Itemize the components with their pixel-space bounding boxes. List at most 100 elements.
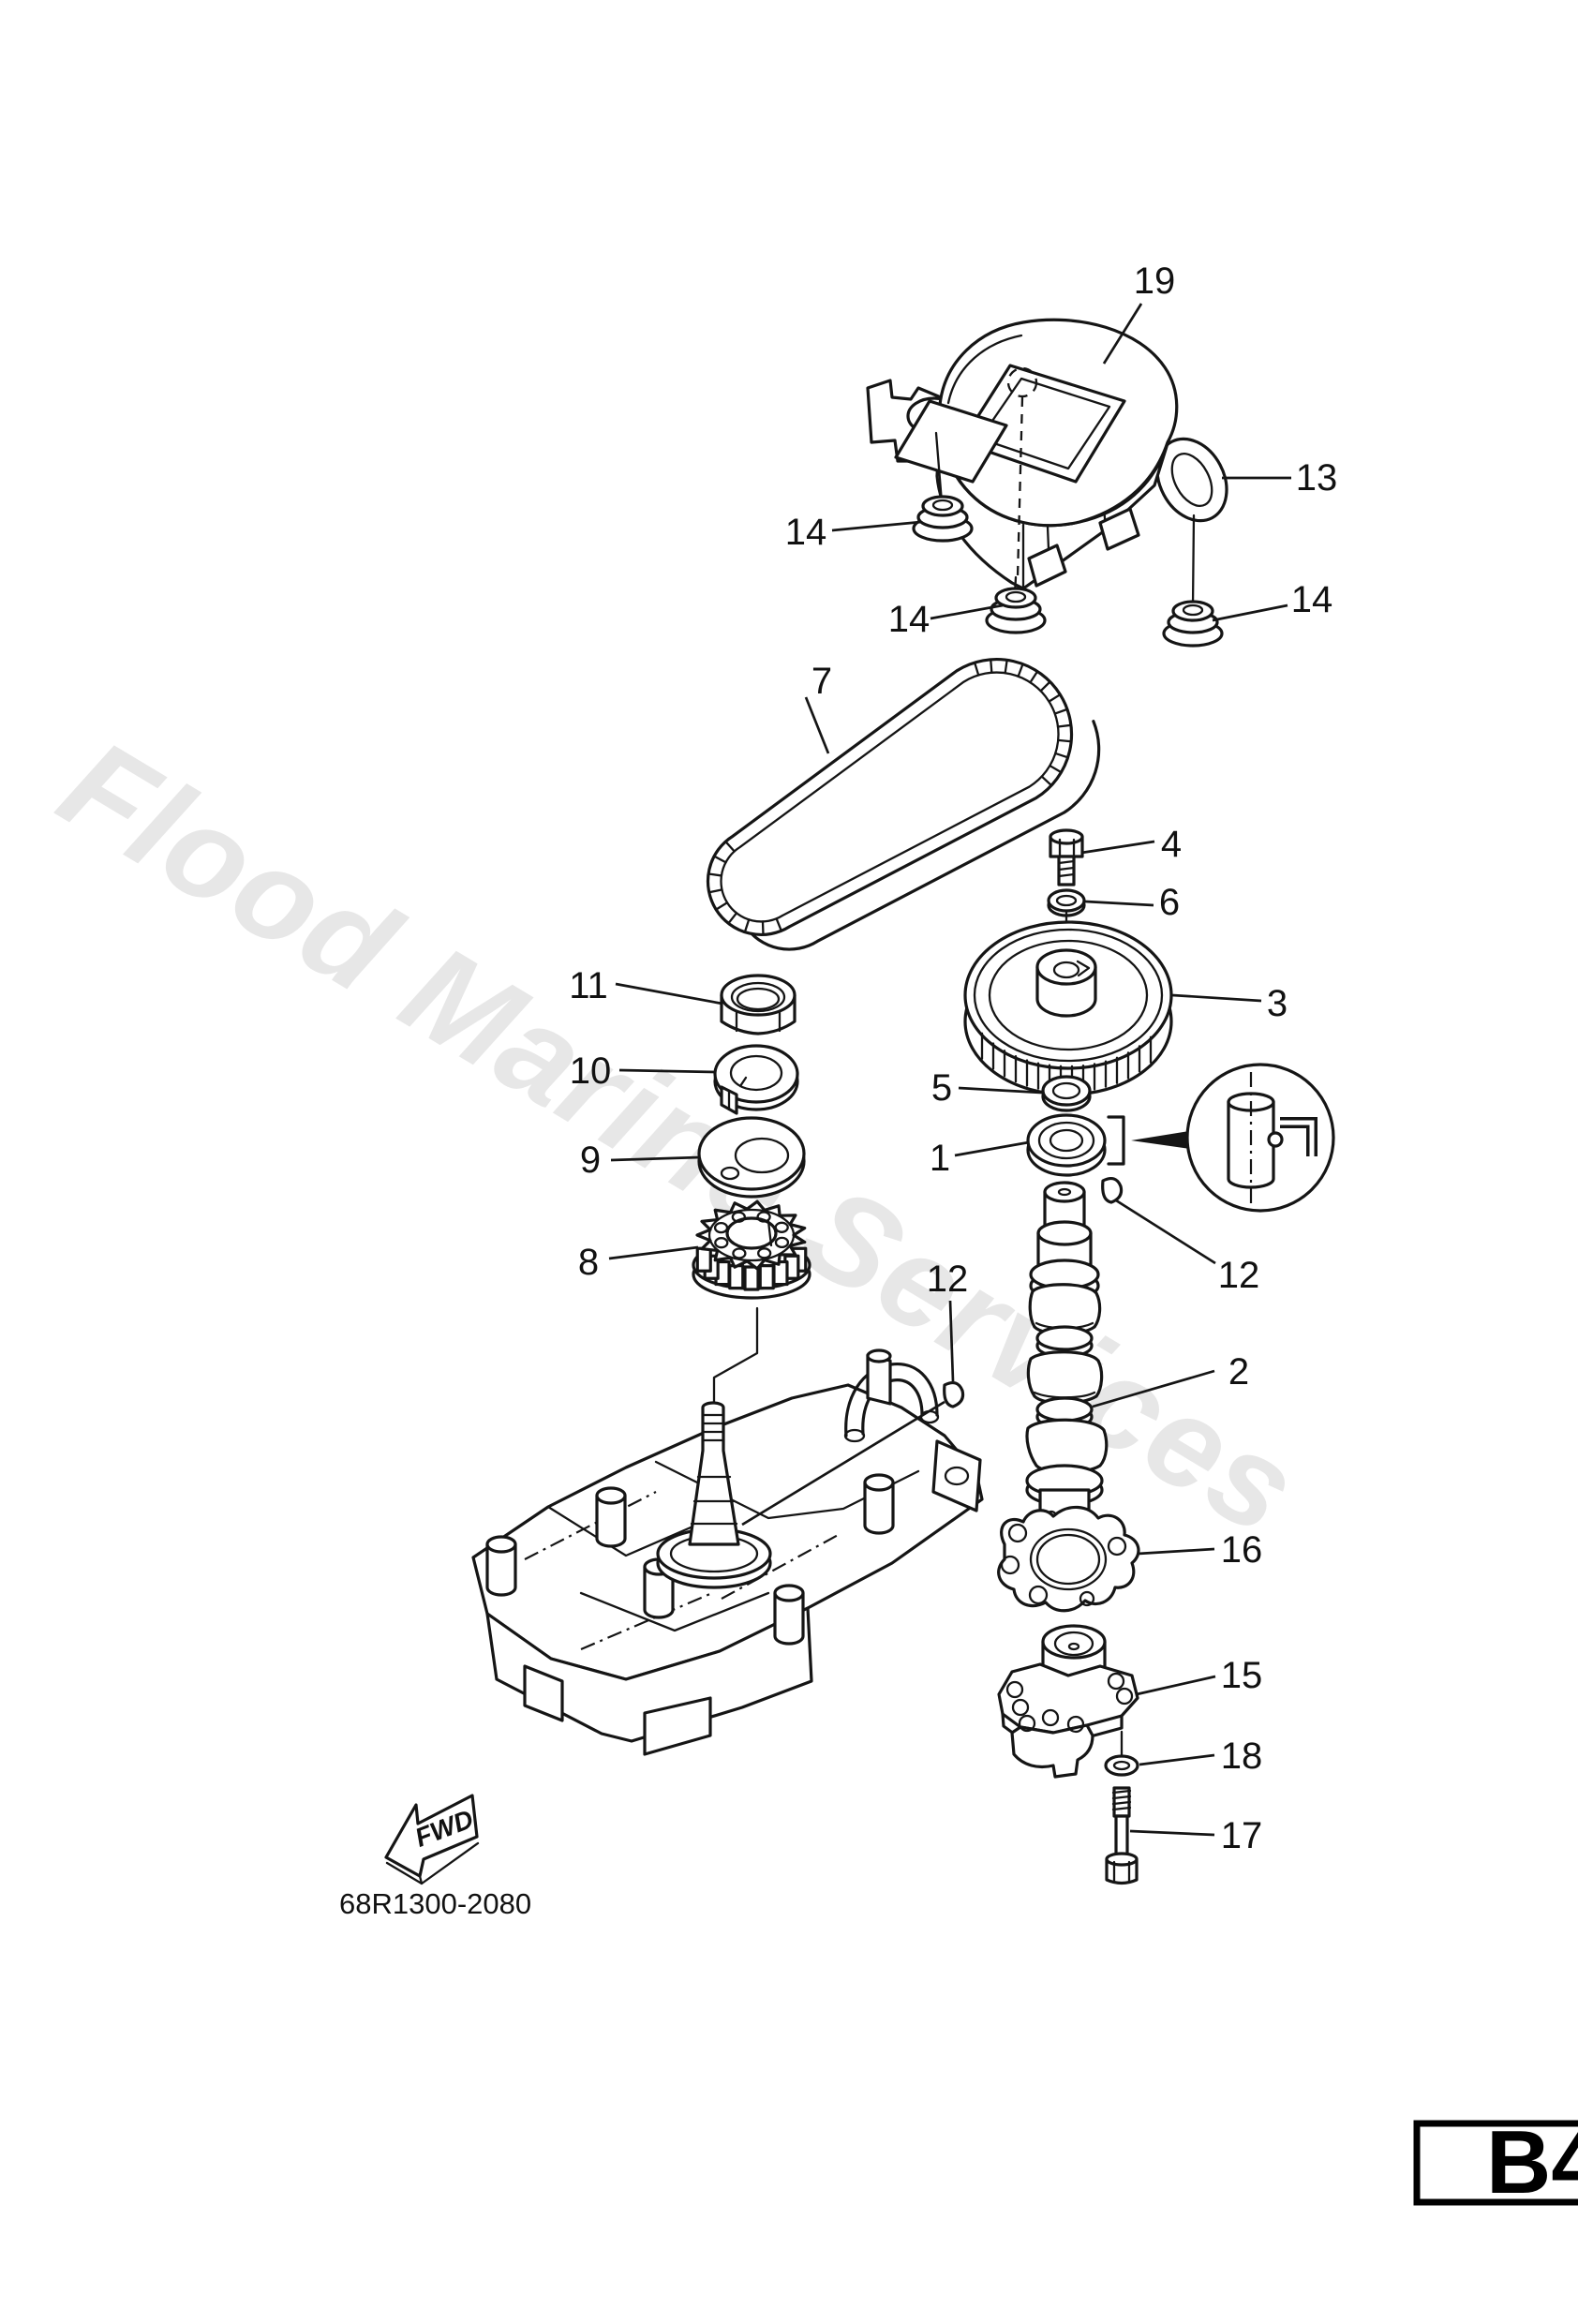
leader-line-2: [1092, 1369, 1215, 1408]
block-stud: [595, 1486, 627, 1548]
fwd-arrow: FWD: [384, 1794, 480, 1885]
oil-pump-15: [997, 1624, 1139, 1779]
crankshaft-nose: [656, 1401, 772, 1589]
block-stud: [485, 1535, 517, 1597]
callout-9: 9: [580, 1140, 601, 1181]
callout-18: 18: [1221, 1736, 1263, 1777]
leader-line-11: [615, 982, 723, 1006]
belt-tooth: [707, 872, 723, 877]
sprocket-tooth: [695, 1246, 712, 1273]
callout-14: 14: [785, 512, 827, 553]
callout-6: 6: [1159, 882, 1180, 923]
assembly-axis: [712, 1306, 759, 1404]
belt-tooth: [1017, 663, 1024, 678]
block-lug: [643, 1696, 712, 1756]
callout-7: 7: [811, 661, 832, 702]
page-tag: B4: [1413, 2112, 1578, 2212]
callout-14: 14: [1291, 579, 1333, 620]
belt-tooth: [724, 840, 736, 853]
callout-12: 12: [927, 1259, 969, 1300]
callout-14: 14: [888, 599, 930, 640]
callout-15: 15: [1221, 1655, 1263, 1696]
leader-line-8: [608, 1245, 699, 1260]
callout-8: 8: [578, 1242, 599, 1283]
belt-tooth: [761, 920, 765, 936]
sprocket-hole: [731, 1211, 746, 1223]
hidden-hole: [1006, 366, 1038, 398]
block-boss: [931, 1439, 982, 1512]
leader-line-12: [948, 1300, 955, 1382]
belt-tooth: [973, 661, 980, 677]
bearing-1: [1026, 1113, 1107, 1177]
sprocket-tooth: [743, 1265, 760, 1291]
callout-13: 13: [1296, 457, 1338, 499]
dowel-pin-12: [943, 1380, 965, 1408]
pin-pointer-line: [741, 1400, 945, 1527]
cover-patch: [894, 399, 1008, 484]
sprocket-tooth: [728, 1264, 745, 1290]
cover-ear: [1155, 437, 1228, 523]
callout-3: 3: [1267, 983, 1288, 1024]
leader-line-4: [1080, 840, 1155, 855]
drawing-number: 68R1300-2080: [339, 1887, 531, 1920]
sprocket-hole: [756, 1211, 771, 1223]
detail-bracket: [1107, 1115, 1125, 1166]
sprocket-hole: [757, 1247, 772, 1259]
sprocket-tooth: [758, 1264, 775, 1290]
belt-tooth: [1057, 738, 1073, 743]
lock-washer-10: [713, 1044, 799, 1115]
callout-1: 1: [930, 1138, 950, 1179]
callout-5: 5: [931, 1067, 952, 1109]
callout-4: 4: [1161, 824, 1182, 865]
cover-tab: [1098, 507, 1140, 551]
leader-line-14: [930, 603, 1004, 620]
watermark-text: Flood Marine Services: [37, 712, 1322, 1563]
callout-12: 12: [1218, 1255, 1260, 1296]
washer-6: [1047, 888, 1086, 965]
leader-line-1: [954, 1140, 1030, 1157]
belt-tooth: [775, 917, 782, 932]
sprocket-hole: [713, 1221, 729, 1234]
block-pipe: [866, 1348, 892, 1406]
dowel-pin-12: [1101, 1176, 1124, 1204]
timing-belt-cover: [866, 318, 1228, 609]
driven-pulley-3: [963, 920, 1173, 1096]
callout-2: 2: [1228, 1351, 1249, 1393]
key-notch: [1076, 960, 1091, 977]
callout-19: 19: [1134, 261, 1176, 302]
leader-line-7: [804, 696, 830, 754]
block-stud: [773, 1584, 805, 1646]
callout-11: 11: [569, 965, 608, 1006]
belt-tooth: [990, 658, 993, 674]
belt-tooth: [1056, 723, 1073, 728]
leader-line-17: [1129, 1829, 1215, 1837]
belt-tooth: [713, 855, 727, 864]
leader-line-10: [618, 1068, 717, 1074]
detail-circle: [1185, 1063, 1335, 1213]
leader-line-6: [1084, 900, 1154, 907]
belt-tooth: [715, 901, 729, 911]
drive-sprocket-8: [692, 1199, 811, 1300]
sprocket-tooth: [772, 1259, 789, 1287]
gasket-16: [997, 1505, 1140, 1613]
leader-line-12: [1115, 1199, 1216, 1265]
leader-line-15: [1136, 1675, 1216, 1696]
leader-line-9: [610, 1155, 701, 1162]
leader-line-18: [1139, 1753, 1215, 1766]
pump-bolt-17: [1105, 1786, 1139, 1885]
crank-nut-11: [720, 974, 796, 1035]
leader-line-3: [1171, 993, 1262, 1003]
leader-line-14: [831, 520, 922, 532]
belt-tooth: [1049, 764, 1063, 774]
belt-tooth: [1048, 693, 1062, 703]
washer-18: [1104, 1730, 1139, 1777]
cover-body: [937, 318, 1179, 528]
belt-tooth: [707, 888, 723, 894]
block-lug: [523, 1664, 564, 1722]
belt-tooth: [1004, 659, 1008, 675]
belt-tooth: [1029, 670, 1039, 684]
washer-5: [1041, 1075, 1092, 1112]
